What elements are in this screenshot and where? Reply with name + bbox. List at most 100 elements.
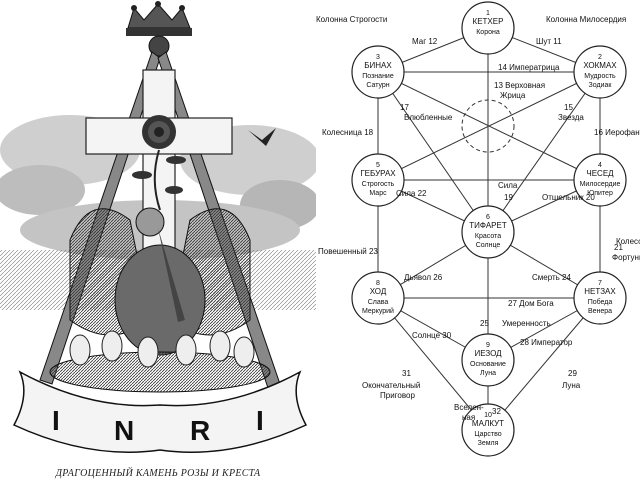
path-labels: Колонна Строгости Колонна Милосердия Маг… (316, 15, 640, 422)
sefirah-num: 3 (376, 54, 380, 61)
sefirah-circle (573, 271, 627, 325)
sefirah-sub1: Строгость (362, 181, 395, 188)
sefirah-num: 8 (376, 280, 380, 287)
sefirah-name: ХОД (370, 287, 387, 296)
sefirah-sub2: Марс (369, 190, 387, 197)
sefirah-circle (351, 45, 405, 99)
pillar-label: Колонна Строгости (316, 15, 387, 24)
banner-letter: I (256, 405, 264, 436)
banner-letter: N (114, 415, 134, 446)
path-label: Колесница 18 (322, 128, 374, 137)
sefirah-circle (573, 153, 627, 207)
path-label: Повешенный 23 (318, 247, 378, 256)
path-label: Шут 11 (536, 37, 562, 46)
path-label: 17 (400, 103, 409, 112)
pillar-label: Колонна Милосердия (546, 15, 626, 24)
path-label: Фортуны (612, 253, 640, 262)
path-label: 14 Императрица (498, 63, 560, 72)
path-label: 31 (402, 369, 411, 378)
sefirah-sub1: Царство (474, 431, 501, 438)
path-label: Сила 22 (396, 189, 427, 198)
sefirah-num: 9 (486, 342, 490, 349)
path-label: 29 (568, 369, 577, 378)
sefirah-name: ИЕЗОД (474, 349, 502, 358)
sefirah-circle (461, 205, 515, 259)
sefirah-num: 5 (376, 162, 380, 169)
path-label: 15 (564, 103, 573, 112)
path-label: Звезда (558, 113, 584, 122)
path-label: Влюбленные (404, 113, 453, 122)
rose-icon (132, 115, 186, 211)
sefirah-num: 10 (484, 412, 492, 419)
path-label: 28 Император (520, 338, 573, 347)
crown-icon (126, 1, 192, 36)
path-label: Луна (562, 381, 581, 390)
sefirah-num: 2 (598, 54, 602, 61)
sefirah-sub2: Зодиак (589, 82, 613, 89)
path-label: 19 (504, 193, 513, 202)
path-label: Солнце 30 (412, 331, 452, 340)
sefirah-name: ТИФАРЕТ (469, 221, 507, 230)
sefirah-num: 4 (598, 162, 602, 169)
sefirah-circle (461, 403, 515, 457)
sefirah-sub1: Победа (588, 298, 613, 306)
sefirah-sub1: Познание (362, 73, 394, 80)
path-label: Отшельник 20 (542, 193, 595, 202)
sefirah-circle (461, 1, 515, 55)
sefirah-sub1: Слава (368, 299, 389, 306)
sefirah-sub2: Земля (478, 440, 499, 447)
sefirah-sub2: Луна (480, 370, 496, 377)
nest-icon (49, 330, 271, 393)
engraving-caption: ДРАГОЦЕННЫЙ КАМЕНЬ РОЗЫ И КРЕСТА (55, 468, 261, 479)
sefirah-sub1: Корона (476, 29, 500, 36)
path-label: Сила (498, 181, 518, 190)
path-label: Смерть 24 (532, 273, 572, 282)
path-label: Колесо (616, 237, 640, 246)
sefirah-name: БИНАХ (364, 61, 392, 70)
path-label: ная (462, 413, 475, 422)
sefirah-name: ХОКМАХ (583, 61, 617, 70)
sefirah-circle (573, 45, 627, 99)
sefirah-name: ГЕБУРАХ (360, 169, 396, 178)
path-label: 16 Иерофант (594, 128, 640, 137)
path-label: Маг 12 (412, 37, 438, 46)
sefirah-sub1: Милосердие (580, 181, 621, 188)
sefirah-name: КЕТХЕР (473, 17, 504, 26)
banner-letter: I (52, 405, 60, 436)
sefirah-sub1: Мудрость (584, 73, 616, 80)
sefirah-num: 1 (486, 10, 490, 17)
inri-banner (12, 370, 308, 453)
sefirah-sub1: Основание (470, 361, 506, 368)
sefirah-sub2: Венера (588, 308, 612, 315)
sefirah-sub2: Сатурн (366, 82, 389, 89)
sefirah-circle (461, 333, 515, 387)
rose-cross-engraving: I N R I (0, 1, 316, 453)
path-label: 25 (480, 319, 489, 328)
sefirah-num: 7 (598, 280, 602, 287)
path-label: Дьявол 26 (404, 273, 443, 282)
sefirah-name: ЧЕСЕД (586, 169, 614, 178)
sefirah-sub2: Меркурий (362, 307, 394, 315)
banner-letter: R (190, 415, 210, 446)
path-label: Вселен- (454, 403, 484, 412)
sefirah-sub1: Красота (475, 233, 501, 240)
path-label: 21 (614, 243, 623, 252)
sefirah-name: НЕТЗАХ (584, 287, 616, 296)
path-label: 32 (492, 407, 501, 416)
path-label: Окончательный (362, 381, 420, 390)
path-label: Жрица (500, 91, 526, 100)
sefirah-circle (351, 153, 405, 207)
sefirah-name: МАЛКУТ (472, 419, 504, 428)
path-label: Умеренность (502, 319, 551, 328)
